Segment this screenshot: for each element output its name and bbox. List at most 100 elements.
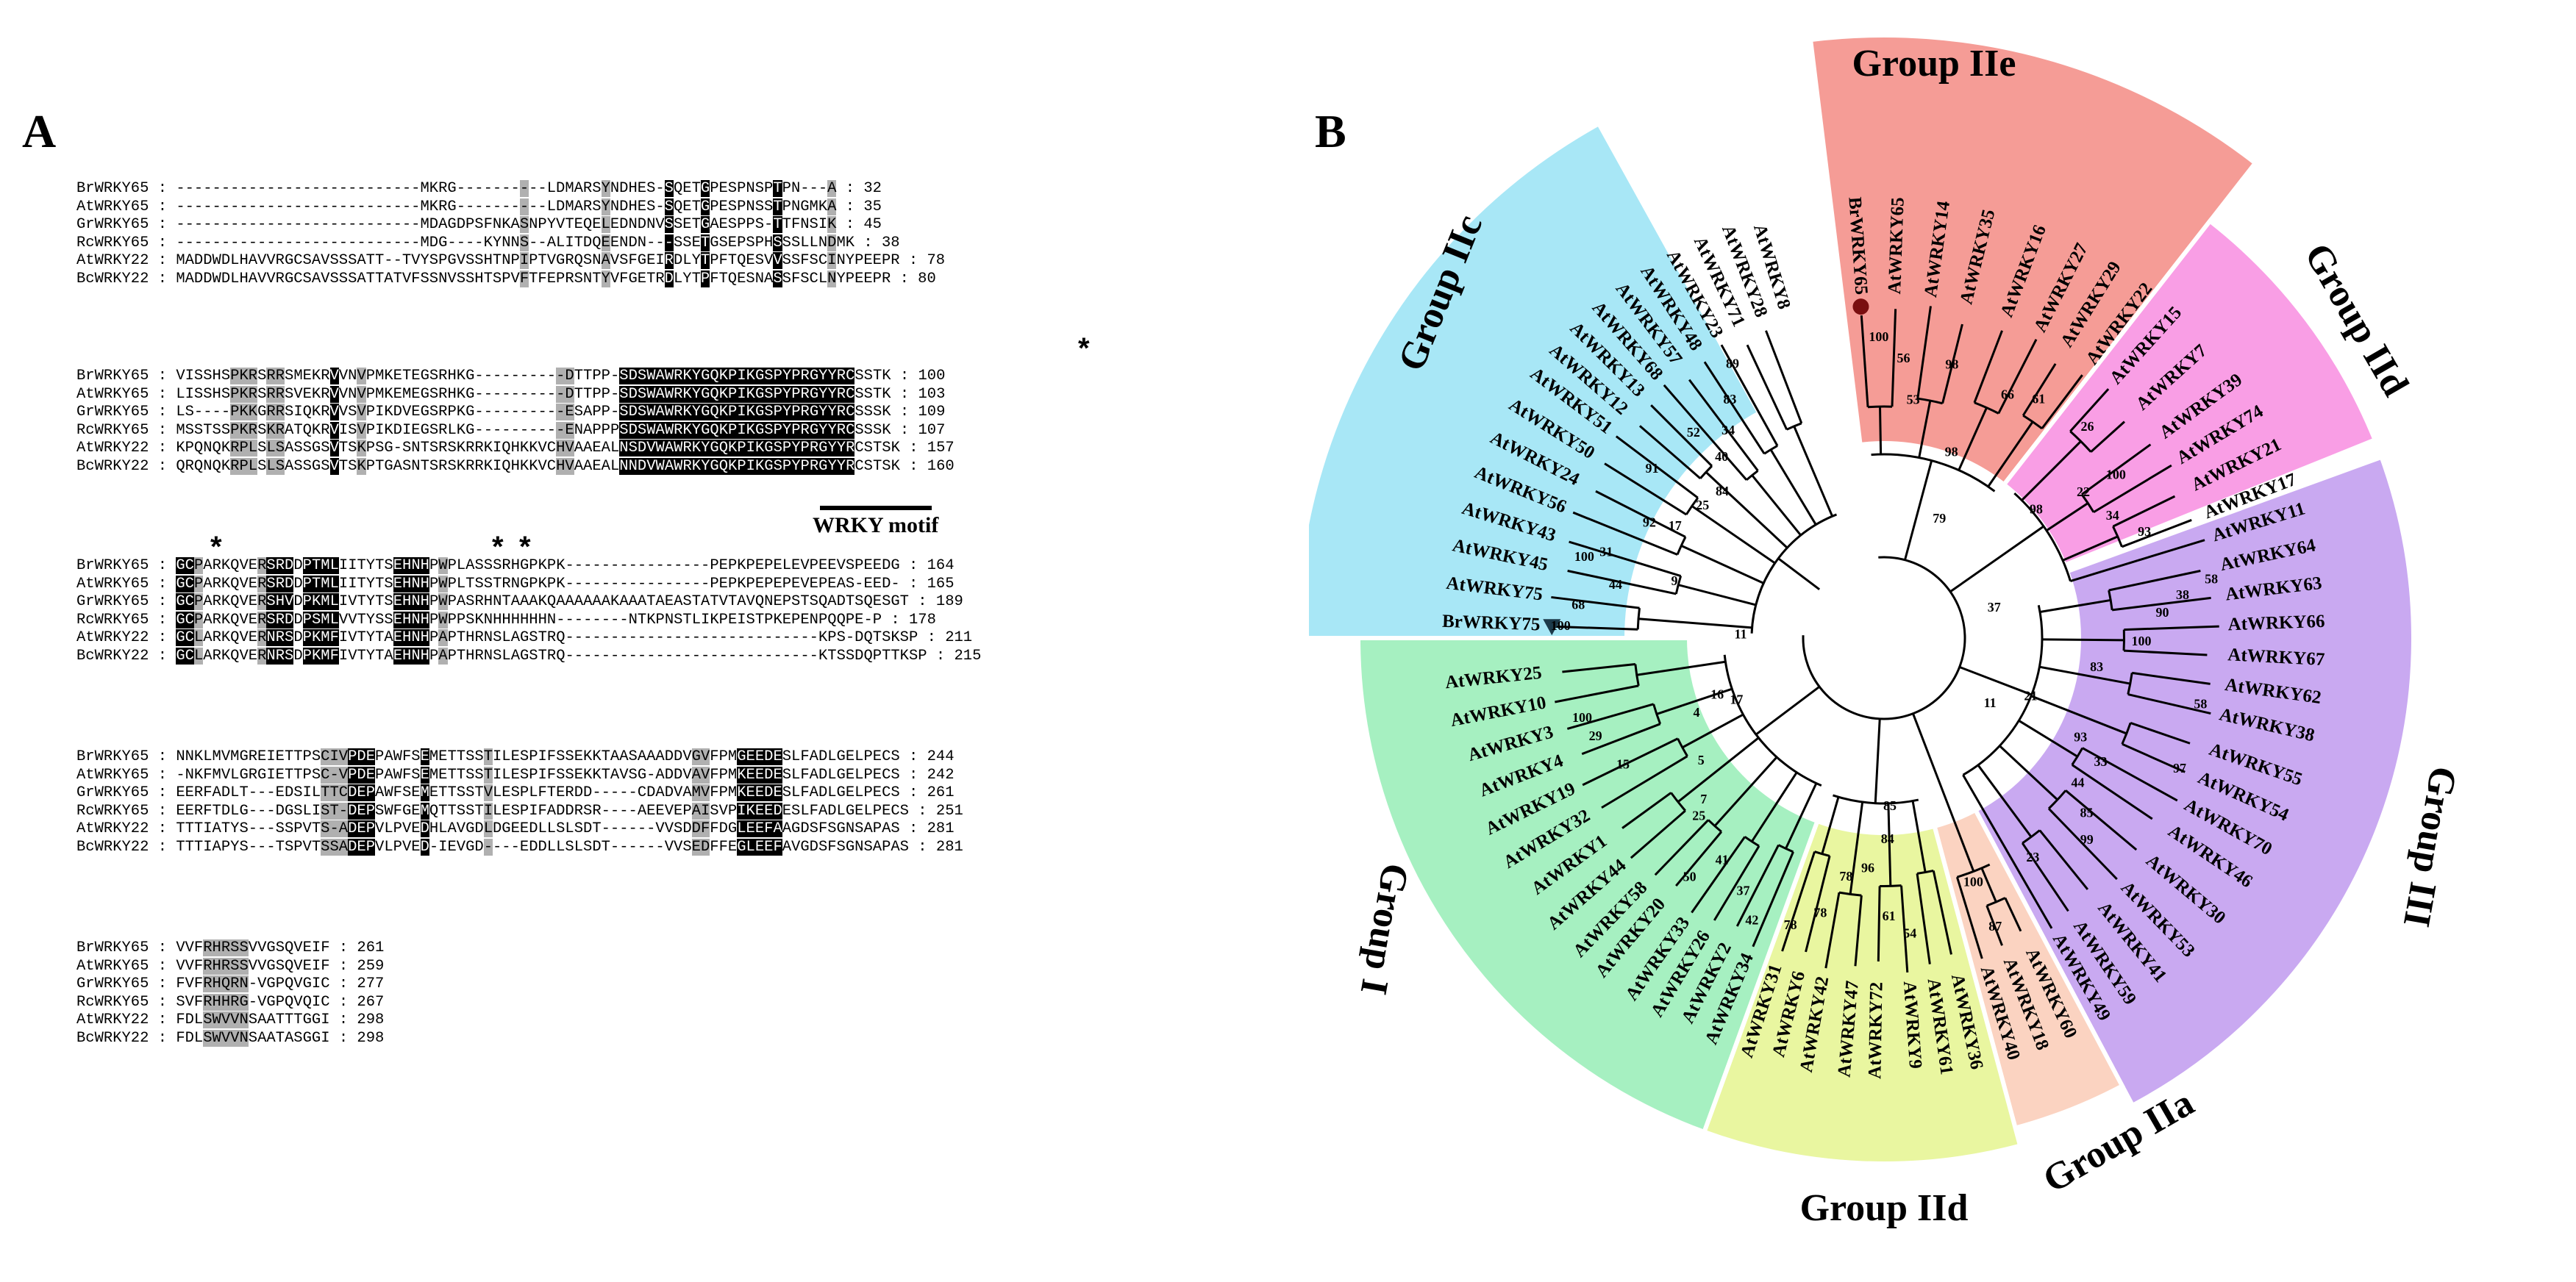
sequence-residues: ---------------------------MKRG---------…: [176, 198, 836, 215]
sequence-residues: VVFRHRSSVVGSQVEIF: [176, 958, 329, 975]
alignment-row: RcWRKY65 : ---------------------------MD…: [76, 234, 945, 253]
bootstrap-value: 78: [1839, 869, 1852, 884]
sequence-position: : 189: [909, 593, 963, 610]
sequence-residues: GCPARKQVERSRDDPTMLIITYTSEHNHPWPLTSSTRNGP…: [176, 576, 899, 592]
group-label: Group I: [1352, 860, 1416, 998]
tree-branch: [1875, 719, 1880, 803]
leaf-label: AtWRKY65: [1885, 197, 1908, 295]
sequence-residues: NNKLMVMGREIETTPSCIVPDEPAWFSEMETTSSTILESP…: [176, 748, 899, 765]
sequence-residues: GCPARKQVERSRDDPTMLIITYTSEHNHPWPLASSSRHGP…: [176, 557, 899, 574]
alignment-block: BrWRKY65 : NNKLMVMGREIETTPSCIVPDEPAWFSEM…: [76, 748, 963, 856]
tree-branch: [1794, 426, 1833, 516]
alignment-row: AtWRKY65 : LISSHSPKRSRRSVEKRVVNVPMKEMEGS…: [76, 386, 955, 404]
alignment-row: BcWRKY22 : TTTIAPYS---TSPVTSSADEPVLPVED-…: [76, 839, 963, 857]
sequence-position: : 38: [854, 234, 900, 251]
sequence-name: GrWRKY65 :: [76, 593, 176, 610]
sequence-name: RcWRKY65 :: [76, 612, 176, 629]
wrky-motif-bar: [820, 506, 932, 510]
alignment-row: GrWRKY65 : GCPARKQVERSHVDPKMLIVTYTSEHNHP…: [76, 593, 981, 612]
bootstrap-value: 34: [1722, 423, 1735, 437]
sequence-position: : 103: [891, 386, 946, 403]
group-label: Group III: [2395, 764, 2464, 931]
sequence-residues: LS----PKKGRRSIQKRVVSVPIKDVEGSRPKG-------…: [176, 404, 891, 420]
bootstrap-value: 42: [1745, 912, 1758, 927]
alignment-row: AtWRKY65 : ---------------------------MK…: [76, 198, 945, 217]
bootstrap-value: 15: [1616, 756, 1630, 771]
sequence-position: : 298: [330, 1011, 385, 1028]
sequence-name: RcWRKY65 :: [76, 994, 176, 1011]
alignment-row: AtWRKY65 : -NKFMVLGRGIETTPSC-VPDEPAWFSEM…: [76, 767, 963, 785]
bootstrap-value: 98: [2030, 502, 2043, 517]
sequence-residues: GCPARKQVERSRDDPSMLVVTYSSEHNHPWPPSKNHHHHH…: [176, 612, 882, 629]
bootstrap-value: 91: [1645, 461, 1658, 476]
alignment-block: BrWRKY65 : VISSHSPKRSRRSMEKRVVNVPMKETEGS…: [76, 368, 955, 476]
alignment-row: AtWRKY22 : FDLSWVVNSAATTTGGI : 298: [76, 1011, 384, 1030]
sequence-position: : 281: [909, 839, 963, 856]
sequence-position: : 107: [891, 422, 946, 439]
sequence-position: : 160: [900, 458, 955, 475]
sequence-residues: ---------------------------MDAGDPSFNKASN…: [176, 216, 836, 233]
sequence-name: AtWRKY65 :: [76, 576, 176, 592]
alignment-row: BcWRKY22 : FDLSWVVNSAATASGGI : 298: [76, 1030, 384, 1048]
bootstrap-value: 52: [1687, 425, 1700, 440]
sequence-name: BrWRKY65 :: [76, 939, 176, 956]
bootstrap-value: 58: [2205, 572, 2218, 587]
sequence-name: AtWRKY22 :: [76, 252, 176, 269]
bootstrap-value: 83: [2090, 659, 2103, 674]
tree-branch: [1766, 331, 1801, 423]
group-label: Group IIe: [1852, 43, 2016, 85]
bootstrap-value: 5: [1698, 753, 1705, 767]
sequence-residues: VISSHSPKRSRRSMEKRVVNVPMKETEGSRHKG-------…: [176, 368, 891, 384]
alignment-row: BrWRKY65 : VVFRHRSSVVGSQVEIF : 261: [76, 939, 384, 958]
bootstrap-value: 44: [2072, 776, 2085, 790]
alignment-row: RcWRKY65 : GCPARKQVERSRDDPSMLVVTYSSEHNHP…: [76, 612, 981, 630]
sequence-position: : 251: [909, 803, 963, 820]
sequence-residues: GCLARKQVERNRSDPKMFIVTYTAEHNHPAPTHRNSLAGS…: [176, 629, 918, 646]
sequence-position: : 211: [918, 629, 972, 646]
bootstrap-value: 61: [1883, 909, 1896, 923]
alignment-row: GrWRKY65 : EERFADLT---EDSILTTCDEPAWFSEME…: [76, 784, 963, 803]
sequence-position: : 109: [891, 404, 946, 420]
highlight-marker-circle: [1852, 298, 1869, 315]
conserved-residue-marker: *: [210, 531, 222, 564]
sequence-residues: MSSTSSPKRSKRATQKRVISVPIKDIEGSRLKG-------…: [176, 422, 891, 439]
bootstrap-value: 41: [1716, 853, 1729, 867]
sequence-name: BrWRKY65 :: [76, 180, 176, 197]
bootstrap-value: 90: [2156, 605, 2169, 620]
alignment-row: AtWRKY22 : KPQNQKRPLSLSASSGSVTSKPSG-SNTS…: [76, 440, 955, 458]
tree-branch: [1752, 515, 1836, 634]
alignment-row: AtWRKY65 : GCPARKQVERSRDDPTMLIITYTSEHNHP…: [76, 576, 981, 594]
sequence-position: : 32: [836, 180, 882, 197]
bootstrap-value: 99: [2080, 832, 2094, 847]
bootstrap-value: 54: [1903, 926, 1916, 941]
bootstrap-value: 68: [1571, 597, 1585, 612]
tree-branch: [1778, 559, 1819, 590]
tree-branch: [1752, 476, 1801, 536]
sequence-position: : 35: [836, 198, 882, 215]
panel-label-a: A: [22, 104, 56, 159]
sequence-residues: LISSHSPKRSRRSVEKRVVNVPMKEMEGSRHKG-------…: [176, 386, 891, 403]
sequence-residues: FDLSWVVNSAATASGGI: [176, 1030, 329, 1047]
sequence-name: BrWRKY65 :: [76, 557, 176, 574]
group-label: Group IId: [1800, 1187, 1969, 1229]
bootstrap-value: 84: [1881, 831, 1894, 846]
sequence-name: RcWRKY65 :: [76, 422, 176, 439]
sequence-position: : 80: [891, 271, 936, 287]
conserved-residue-marker: *: [1078, 332, 1090, 365]
sequence-residues: -NKFMVLGRGIETTPSC-VPDEPAWFSEMETTSSTILESP…: [176, 767, 899, 784]
alignment-row: RcWRKY65 : EERFTDLG---DGSLIST-DEPSWFGEMQ…: [76, 803, 963, 821]
alignment-panel: A BrWRKY65 : ---------------------------…: [0, 0, 1280, 1278]
tree-branch: [1678, 585, 1756, 605]
sequence-position: : 259: [330, 958, 385, 975]
bootstrap-value: 4: [1694, 705, 1700, 720]
bootstrap-value: 9: [1671, 573, 1678, 588]
bootstrap-value: 97: [2173, 761, 2186, 776]
alignment-row: AtWRKY22 : TTTIATYS---SSPVTS-ADEPVLPVEDH…: [76, 820, 963, 839]
sequence-name: GrWRKY65 :: [76, 975, 176, 992]
alignment-row: BcWRKY22 : MADDWDLHAVVRGCSAVSSSATTATVFSS…: [76, 271, 945, 289]
bootstrap-value: 7: [1700, 792, 1707, 806]
sequence-name: BcWRKY22 :: [76, 458, 176, 475]
